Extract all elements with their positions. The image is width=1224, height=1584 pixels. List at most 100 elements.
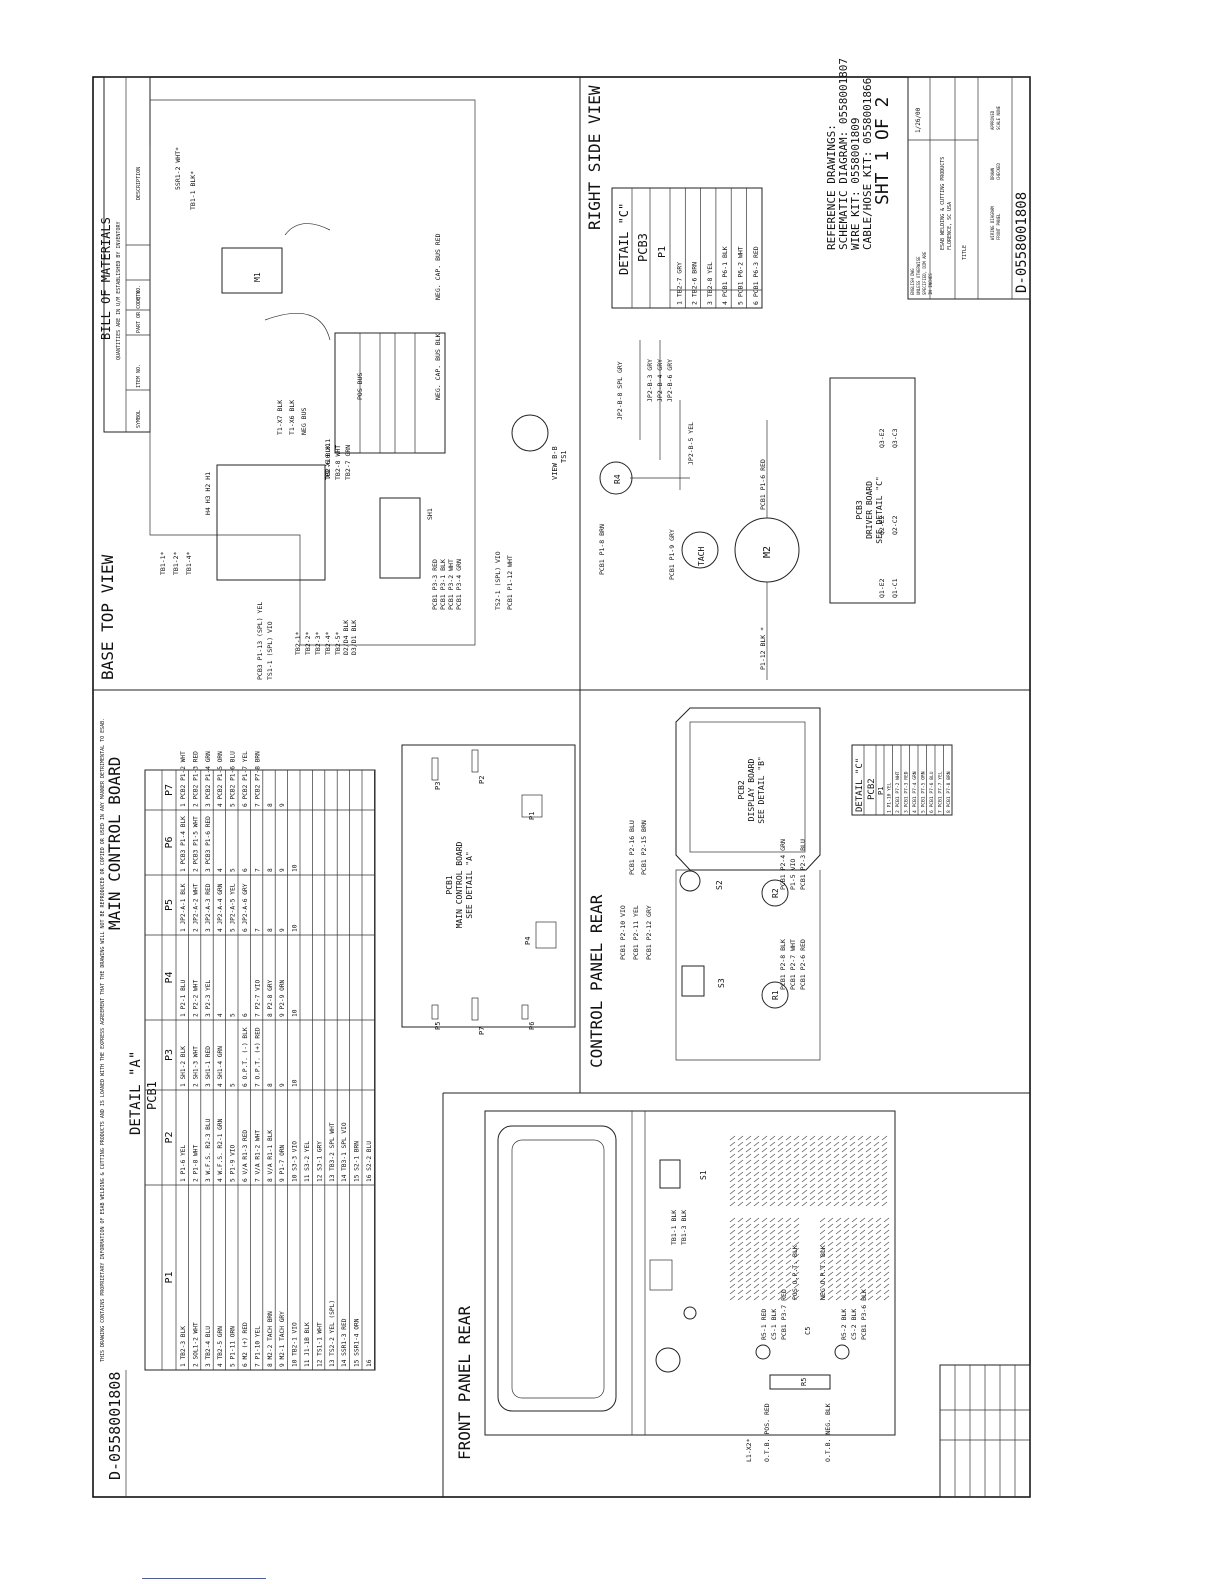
detail-a-cell: 8 — [267, 928, 274, 932]
detail-a-cell: 14 SSR1-3 RED — [341, 1318, 348, 1367]
r2-label: R2 — [771, 888, 780, 898]
svg-text:D-0558001808: D-0558001808 — [1014, 192, 1030, 293]
front-wire-label: O.T.B. NEG. BLK — [824, 1403, 832, 1462]
connector-p2 — [471, 749, 479, 773]
detail-a-cell: 16 S2-2 BLU — [366, 1141, 373, 1182]
view-bb-label: VIEW B-B — [551, 446, 559, 480]
base-wire-label: TB2-2* — [304, 631, 312, 655]
output-terminal — [655, 1347, 681, 1373]
front-wire-label: C5-1 BLK — [770, 1309, 778, 1340]
svg-text:SPECIFIED, DIM ARE: SPECIFIED, DIM ARE — [922, 251, 927, 295]
detail-a-cell: 4 W.F.S. R2-1 GRN — [217, 1118, 224, 1182]
bom-title: BILL OF MATERIALS — [99, 217, 113, 340]
svg-text:WIRE KIT: 0558001809: WIRE KIT: 0558001809 — [849, 118, 862, 250]
connector-p4 — [535, 921, 557, 949]
front-wire-label: TB1-1 BLK — [670, 1210, 678, 1245]
svg-text:PCB2: PCB2 — [737, 780, 746, 799]
detail-a-cell: 10 — [292, 1009, 299, 1017]
base-wire-label: PCB1 P3-4 GRN — [455, 559, 463, 610]
detail-a-cell: 6 JP2-A-6 GRY — [242, 883, 249, 932]
switch-s2 — [679, 870, 701, 892]
detail-a-header: P7 — [164, 784, 175, 796]
detail-a-cell: 11 J1-1B BLK — [304, 1322, 311, 1367]
front-wire-label: NEG O.P.T. BLK — [819, 1245, 827, 1300]
detail-a-cell: 2 PCB3 P1-5 WHT — [192, 816, 199, 872]
detail-a-cell: 5 P1-11 ORN — [230, 1326, 237, 1367]
svg-text:UNLESS OTHERWISE: UNLESS OTHERWISE — [916, 256, 921, 295]
detail-a-cell: 6 PCB2 P1-7 YEL — [242, 751, 249, 807]
detail-c-small-row: 3 PCB1 P7-3 RED — [904, 771, 910, 813]
right-wire-label: JP2-B-6 GRY — [666, 359, 674, 402]
detail-c-right-title: DETAIL "C" — [617, 203, 631, 275]
base-wire-label: NEG BUS — [300, 408, 308, 435]
detail-a-cell: 2 SOL1-2 WHT — [192, 1322, 199, 1367]
right-wire-label: Q2-C2 — [891, 515, 899, 535]
base-wire-label: PCB1 P1-12 WHT — [506, 555, 514, 610]
detail-c-right-row: 4 PCB1 P6-1 BLK — [721, 246, 729, 305]
title-label: TITLE — [962, 245, 968, 260]
detail-c-small-row: 5 PCB1 P7-5 ORN — [921, 771, 927, 813]
c5-label: C5 — [804, 1327, 812, 1335]
svg-text:WIRING DIAGRAM: WIRING DIAGRAM — [990, 206, 995, 240]
base-wire-label: TB1-4* — [185, 551, 193, 575]
svg-text:D-0558001808: D-0558001808 — [106, 1372, 124, 1480]
pcb1-label: PCB1 MAIN CONTROL BOARD SEE DETAIL "A" — [445, 841, 474, 928]
detail-a-cell: 7 PCB2 P7-8 BRN — [254, 751, 261, 807]
right-wire-label: Q1-E2 — [878, 578, 886, 598]
bom-subtitle: QUANTITIES ARE IN U/M ESTABLISHED BY INV… — [116, 222, 122, 360]
heatsink — [334, 332, 446, 454]
tach-label: TACH — [697, 547, 706, 566]
front-panel-outline — [484, 1110, 896, 1436]
switch-s1 — [659, 1159, 681, 1189]
s2-label: S2 — [715, 880, 724, 890]
confidentiality-note: THIS DRAWING CONTAINS PROPRIETARY INFORM… — [100, 718, 106, 1362]
base-wire-label: TB2-3* — [314, 631, 322, 655]
detail-a-cell: 2 JP2-A-2 WHT — [192, 883, 199, 932]
ts1-label: TS1 — [560, 450, 568, 463]
detail-a-cell: 8 M2-2 TACH BRN — [267, 1311, 274, 1367]
bom-header-qty: QTY. — [136, 288, 142, 300]
svg-text:DRIVER BOARD: DRIVER BOARD — [865, 481, 874, 539]
base-wire-label: TB1-2* — [172, 551, 180, 575]
detail-a-cell: 3 JP2-A-3 RED — [205, 883, 212, 932]
svg-text:MAIN CONTROL BOARD: MAIN CONTROL BOARD — [105, 757, 124, 930]
reference-drawings: REFERENCE DRAWINGS: SCHEMATIC DIAGRAM: 0… — [825, 58, 874, 250]
detail-a-cell: 5 JP2-A-5 YEL — [230, 883, 237, 932]
r1-label: R1 — [771, 990, 780, 1000]
detail-c-small-row: 7 PCB1 P7-7 YEL — [938, 771, 944, 813]
detail-c-small-title: DETAIL "C" — [855, 758, 865, 812]
detail-a-cell: 9 — [279, 1083, 286, 1087]
front-wire-label: C5-2 BLK — [850, 1309, 858, 1340]
control-wire-label: PCB1 P2-6 RED — [799, 939, 807, 990]
detail-a-cell: 9 M2-1 TACH GRY — [279, 1311, 286, 1367]
title-rows-2: WIRING DIAGRAM FRONT PANEL DRAWN CHECKED… — [990, 105, 1001, 240]
control-wire-label: PCB1 P2-4 GRN — [779, 839, 787, 890]
detail-c-small-row: 8 PCB1 P7-8 BRN — [946, 771, 952, 813]
bottom-link-line — [142, 1578, 266, 1579]
detail-a-cell: 4 — [217, 868, 224, 872]
sheet-border — [92, 76, 1031, 1498]
base-wire-label: TS1-1 (SPL) VIO — [266, 621, 274, 680]
thermostat-ts1 — [511, 414, 549, 452]
base-wire-label: TB2-7 GRN — [344, 445, 352, 480]
detail-a-cell: 6 — [242, 868, 249, 872]
detail-a-cell: 9 — [279, 803, 286, 807]
detail-a-cell: 5 — [230, 868, 237, 872]
detail-a-cell: 7 — [254, 868, 261, 872]
svg-text:REFERENCE DRAWINGS:: REFERENCE DRAWINGS: — [825, 124, 838, 250]
right-wire-label: Q1-C1 — [891, 578, 899, 598]
detail-c-right-row: 6 PCB1 P6-3 RED — [752, 246, 760, 305]
right-wire-label: Q3-C3 — [891, 428, 899, 448]
svg-text:CONTROL PANEL REAR: CONTROL PANEL REAR — [587, 894, 606, 1068]
detail-a-cell: 3 W.F.S. R2-3 BLU — [205, 1118, 212, 1182]
bom-header-item: ITEM NO. — [136, 364, 142, 388]
control-panel-title: CONTROL PANEL REAR — [587, 894, 606, 1068]
detail-a-cell: 12 TS1-1 WHT — [316, 1322, 323, 1367]
base-wire-label: SH1 — [426, 508, 434, 520]
base-wire-label: X9 X10 X11 — [324, 439, 332, 478]
s3-label: S3 — [717, 978, 726, 988]
detail-a-header: P5 — [164, 899, 175, 911]
detail-c-small-row: 4 PCB1 P7-4 GRN — [912, 771, 918, 813]
